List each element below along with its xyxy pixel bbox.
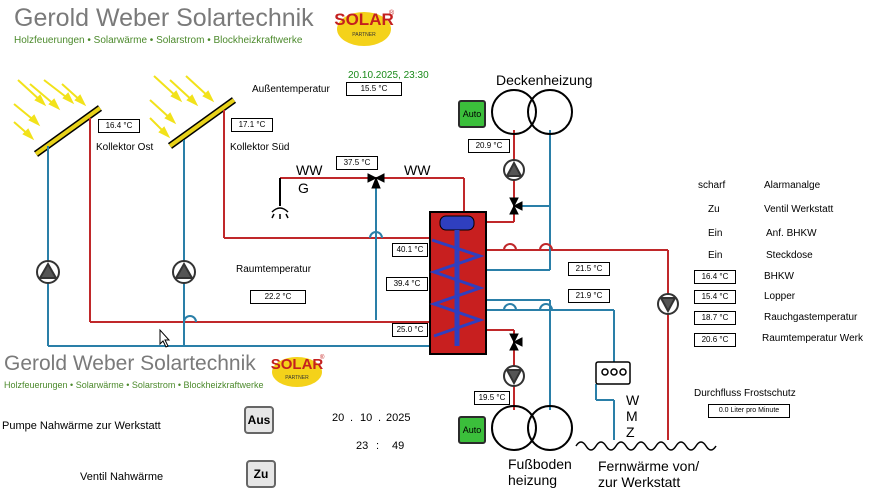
collector-east-temp: 16.4 °C: [98, 119, 140, 133]
sun-rays-east-icon: [13, 79, 87, 141]
date-year: 2025: [386, 412, 411, 424]
district-heating-label-2: zur Werkstatt: [598, 474, 681, 490]
tank-temp-middle: 39.4 °C: [386, 277, 428, 291]
brand-tagline-lower: Holzfeuerungen • Solarwärme • Solarstrom…: [4, 380, 264, 390]
room-temp-value: 22.2 °C: [250, 290, 306, 304]
status-name-bhkw: Anf. BHKW: [766, 228, 817, 239]
date-sep-2: .: [378, 412, 382, 424]
status-state-alarm: scharf: [698, 180, 726, 191]
pump-off-button[interactable]: Aus: [244, 406, 274, 434]
status-state-socket: Ein: [708, 250, 723, 261]
date-month: 10: [360, 412, 373, 424]
tank-temp-bottom: 25.0 °C: [392, 323, 428, 337]
wmz-letter-w: W: [626, 392, 640, 408]
temp-name-lopper: Lopper: [764, 291, 796, 302]
sun-rays-south-icon: [149, 75, 215, 139]
ww-left-sub: G: [298, 180, 309, 196]
ww-temp-value: 37.5 °C: [336, 156, 378, 170]
wmz-letter-m: M: [626, 408, 638, 424]
floor-heating-label-2: heizung: [508, 472, 558, 488]
status-name-socket: Steckdose: [766, 250, 813, 261]
heat-exchanger-floor-icon: [491, 405, 573, 451]
temp-name-workshop: Raumtemperatur Werk: [762, 333, 863, 344]
mixing-valve-ww-icon: [367, 173, 385, 189]
brand-name: Gerold Weber Solartechnik: [14, 4, 314, 32]
district-heating-label-1: Fernwärme von/: [598, 458, 700, 474]
ww-right-label: WW: [404, 162, 431, 178]
pump-control-label: Pumpe Nahwärme zur Werkstatt: [2, 420, 161, 432]
room-temp-label: Raumtemperatur: [236, 264, 312, 275]
shower-head-icon: [271, 207, 289, 219]
time-hour: 23: [356, 440, 369, 452]
date-day: 20: [332, 412, 345, 424]
ceiling-auto-button[interactable]: Auto: [458, 100, 486, 128]
flow-value: 0.0 Liter pro Minute: [708, 404, 790, 418]
pump-collector-east-icon: [36, 260, 60, 284]
temp-value-bhkw: 16.4 °C: [694, 270, 736, 284]
pipe-temp-lower: 21.9 °C: [568, 289, 610, 303]
pump-collector-south-icon: [172, 260, 196, 284]
ceiling-heating-label: Deckenheizung: [496, 72, 593, 88]
status-name-alarm: Alarmanalge: [764, 180, 821, 191]
wmz-letter-z: Z: [626, 424, 635, 440]
brand-name-lower: Gerold Weber Solartechnik: [4, 352, 256, 375]
brand-tagline: Holzfeuerungen • Solarwärme • Solarstrom…: [14, 35, 303, 46]
pipe-temp-upper: 21.5 °C: [568, 262, 610, 276]
collector-south-temp: 17.1 °C: [231, 118, 273, 132]
pump-district-icon: [657, 293, 679, 315]
heat-exchanger-ceiling-icon: [491, 89, 573, 135]
floor-heating-label-1: Fußboden: [508, 456, 572, 472]
valve-closed-button[interactable]: Zu: [246, 460, 276, 488]
solar-partner-logo: SOLAR PARTNER ®: [333, 4, 395, 48]
temp-name-bhkw: BHKW: [764, 271, 794, 282]
tank-temp-top: 40.1 °C: [392, 243, 428, 257]
outdoor-temp-value: 15.5 °C: [346, 82, 402, 96]
floor-auto-button[interactable]: Auto: [458, 416, 486, 444]
mouse-cursor-icon: [159, 328, 171, 348]
outdoor-temp-label: Außentemperatur: [252, 84, 330, 95]
ceiling-temp-value: 20.9 °C: [468, 139, 510, 153]
ww-left-label: WW: [296, 162, 323, 178]
status-state-bhkw: Ein: [708, 228, 723, 239]
status-state-valve: Zu: [708, 204, 720, 215]
temp-value-lopper: 15.4 °C: [694, 290, 736, 304]
floor-temp-value: 19.5 °C: [474, 391, 510, 405]
date-sep-1: .: [350, 412, 354, 424]
time-minute: 49: [392, 440, 405, 452]
status-name-valve: Ventil Werkstatt: [764, 204, 834, 215]
time-sep: :: [376, 440, 380, 452]
collector-south-label: Kollektor Süd: [230, 142, 290, 153]
flow-label: Durchfluss Frostschutz: [694, 388, 796, 399]
mixing-valve-floor-icon: [509, 333, 523, 351]
ground-line: [575, 441, 717, 451]
pump-ceiling-icon: [503, 159, 525, 181]
tank-coil: [429, 238, 485, 338]
pump-floor-icon: [503, 365, 525, 387]
temp-value-workshop: 20.6 °C: [694, 333, 736, 347]
temp-value-flue: 18.7 °C: [694, 311, 736, 325]
temp-name-flue: Rauchgastemperatur: [764, 312, 858, 323]
header-datetime: 20.10.2025, 23:30: [348, 70, 429, 81]
heat-meter-icon: [595, 361, 631, 385]
solar-partner-logo-lower: SOLAR PARTNER ®: [268, 350, 326, 390]
valve-control-label: Ventil Nahwärme: [80, 471, 164, 483]
collector-east-label: Kollektor Ost: [96, 142, 154, 153]
mixing-valve-ceiling-icon: [509, 197, 523, 215]
